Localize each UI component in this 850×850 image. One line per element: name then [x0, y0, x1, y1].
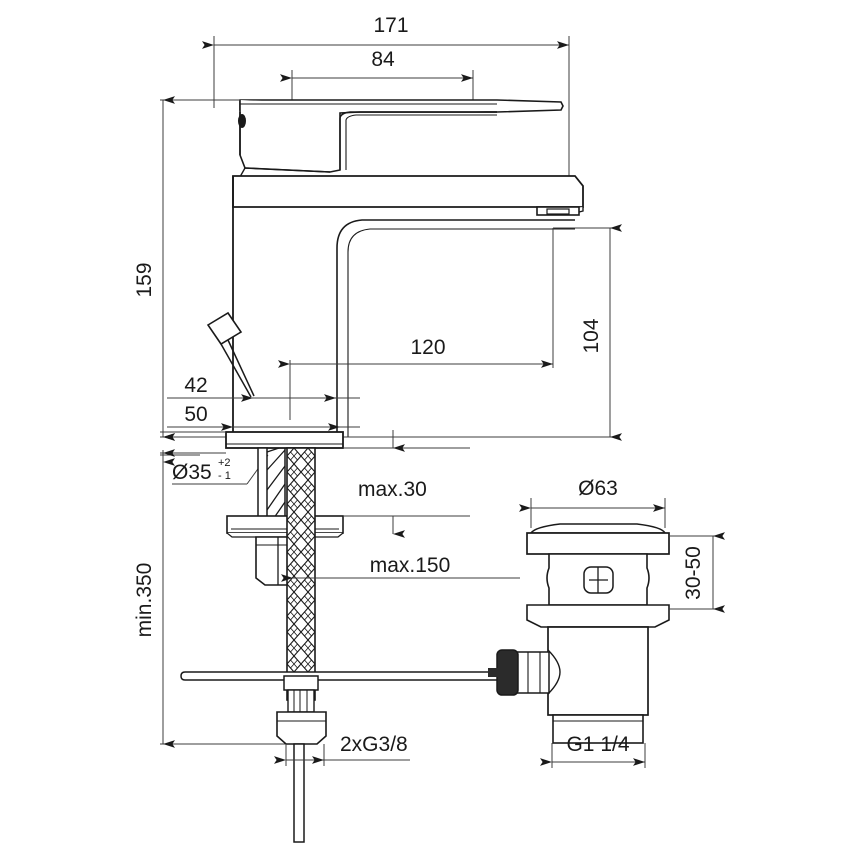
- dim-label-min350: min.350: [133, 563, 156, 638]
- spout-body: [232, 175, 584, 437]
- pop-up-waste-assembly: [488, 523, 670, 744]
- dim-label-171: 171: [373, 14, 408, 37]
- dimension-lever-offset: 42: [167, 374, 360, 402]
- pop-up-linkage-rod: [180, 671, 509, 681]
- waste-flange: [526, 532, 670, 555]
- dimension-waste-height-range: 30-50: [669, 532, 725, 613]
- dim-label-50: 50: [184, 403, 207, 426]
- pop-up-lift-rod: [206, 311, 255, 398]
- waste-tailpiece: [552, 714, 644, 744]
- clamp-plate: [226, 515, 344, 538]
- dim-label-120: 120: [410, 336, 445, 359]
- dimension-supply-thread: 2xG3/8: [274, 733, 410, 766]
- supply-connection-nut: [276, 711, 327, 745]
- dimension-spout-reach: 120: [278, 228, 554, 420]
- dimension-waste-flange-dia: Ø63: [519, 477, 666, 528]
- dimension-base-width: 50: [167, 403, 360, 431]
- supply-connection: [276, 675, 327, 843]
- dim-label-tol-minus: - 1: [218, 470, 231, 482]
- lever-handle: [235, 99, 564, 185]
- dimension-min-install-depth: min.350: [133, 449, 286, 748]
- dim-label-max30: max.30: [358, 478, 427, 501]
- waste-rod-connector: [488, 649, 561, 696]
- lever-pivot-icon: [238, 114, 246, 128]
- dim-label-42: 42: [184, 374, 207, 397]
- dim-label-max150: max.150: [370, 554, 451, 577]
- dim-label-tol-plus: +2: [218, 457, 231, 469]
- waste-overflow-slot: [583, 566, 614, 594]
- mounting-base-plate: [225, 431, 344, 449]
- dimension-deck-thickness: max.30: [343, 430, 470, 538]
- supply-tube: [293, 743, 305, 843]
- braided-flexible-hose: [286, 447, 316, 701]
- dim-label-30-50: 30-50: [682, 546, 705, 600]
- dim-label-159: 159: [133, 262, 156, 297]
- waste-body: [547, 626, 649, 716]
- dimension-mounting-hole: Ø35 +2 - 1: [160, 425, 269, 485]
- dim-label-G1-1-4: G1 1/4: [566, 733, 629, 756]
- dimension-overall-height: 159: [133, 96, 240, 441]
- dim-label-104: 104: [580, 318, 603, 353]
- dimension-hose-length: max.150: [281, 554, 520, 582]
- dimension-handle-width: 84: [280, 48, 474, 100]
- waste-cap: [529, 523, 667, 534]
- dim-label-diameter35: Ø35: [172, 461, 212, 484]
- dimension-waste-thread: G1 1/4: [540, 733, 646, 768]
- dim-label-diameter63: Ø63: [578, 477, 618, 500]
- dim-label-84: 84: [371, 48, 395, 71]
- aerator-outlet: [536, 206, 580, 216]
- dim-label-2xG38: 2xG3/8: [340, 733, 408, 756]
